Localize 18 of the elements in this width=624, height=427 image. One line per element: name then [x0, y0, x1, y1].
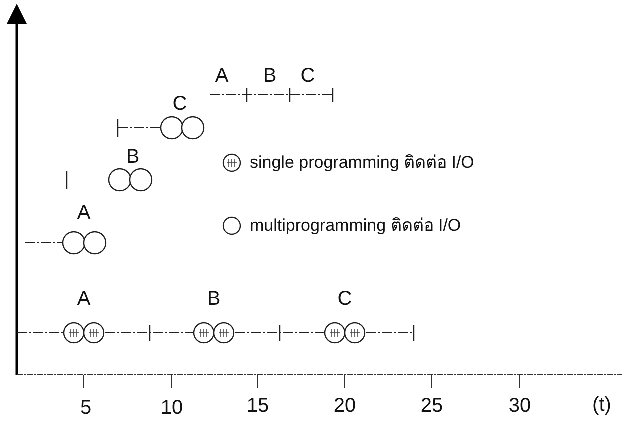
- process-label: C: [172, 94, 188, 114]
- legend-label: multiprogramming ติดต่อ I/O: [250, 216, 462, 236]
- process-label: B: [263, 66, 277, 86]
- axis-label: (t): [592, 395, 612, 415]
- process-label: C: [338, 289, 352, 309]
- tick-label: 10: [160, 398, 184, 418]
- tick-label: 20: [334, 396, 356, 416]
- tick-label: 15: [246, 396, 270, 416]
- process-label: B: [207, 289, 221, 309]
- process-label: A: [77, 203, 91, 223]
- tick-label: 25: [420, 396, 444, 416]
- tick-label: 30: [508, 396, 532, 416]
- tick-label: 5: [80, 398, 92, 418]
- process-label: C: [300, 66, 316, 86]
- process-label: A: [77, 289, 91, 309]
- process-label: B: [126, 147, 140, 167]
- legend-label: single programming ติดต่อ I/O: [250, 153, 474, 173]
- process-label: A: [215, 66, 229, 86]
